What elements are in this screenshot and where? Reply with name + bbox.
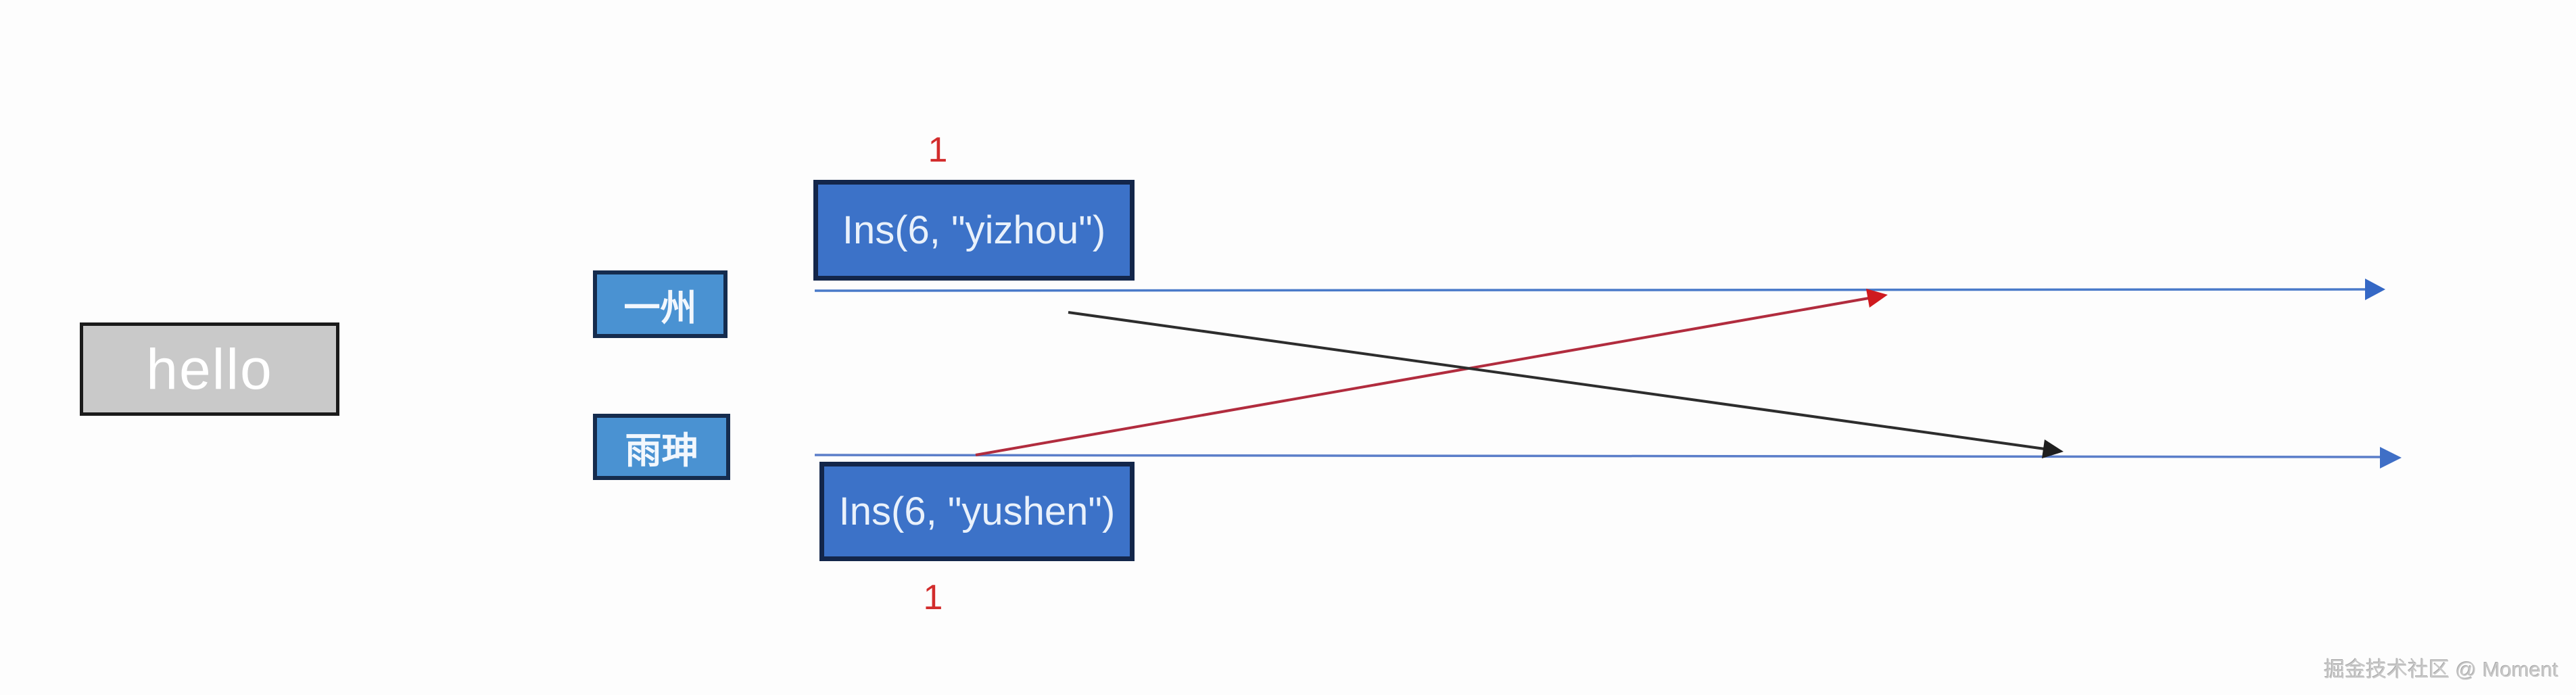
operation-box-yushen-text: Ins(6, "yushen"): [838, 489, 1116, 533]
site-label-yushen-text: 雨珅: [625, 430, 698, 471]
document-state-box: hello: [80, 322, 339, 416]
site-label-yushen: 雨珅: [593, 414, 730, 480]
message-arrow-black-arrowhead-icon: [2042, 439, 2064, 458]
message-arrow-black-line: [1068, 311, 2045, 450]
timeline-yushen-arrowhead-icon: [2380, 447, 2402, 469]
message-arrow-red-arrowhead-icon: [1866, 289, 1888, 308]
document-state-label: hello: [146, 337, 273, 401]
timeline-yizhou-line: [814, 288, 2368, 292]
operation-box-yizhou: Ins(6, "yizhou"): [813, 180, 1135, 281]
step-number-yushen: 1: [923, 578, 943, 617]
site-label-yizhou: 一州: [593, 270, 728, 338]
operation-box-yizhou-text: Ins(6, "yizhou"): [842, 208, 1106, 252]
site-label-yizhou-text: 一州: [623, 287, 697, 329]
message-arrow-red-line: [975, 297, 1869, 456]
timeline-yizhou-arrowhead-icon: [2365, 279, 2385, 300]
step-number-yizhou: 1: [928, 130, 948, 170]
timeline-yushen-line: [814, 454, 2385, 458]
watermark: 掘金技术社区 @ Moment: [2324, 658, 2558, 681]
operation-box-yushen: Ins(6, "yushen"): [819, 462, 1135, 561]
